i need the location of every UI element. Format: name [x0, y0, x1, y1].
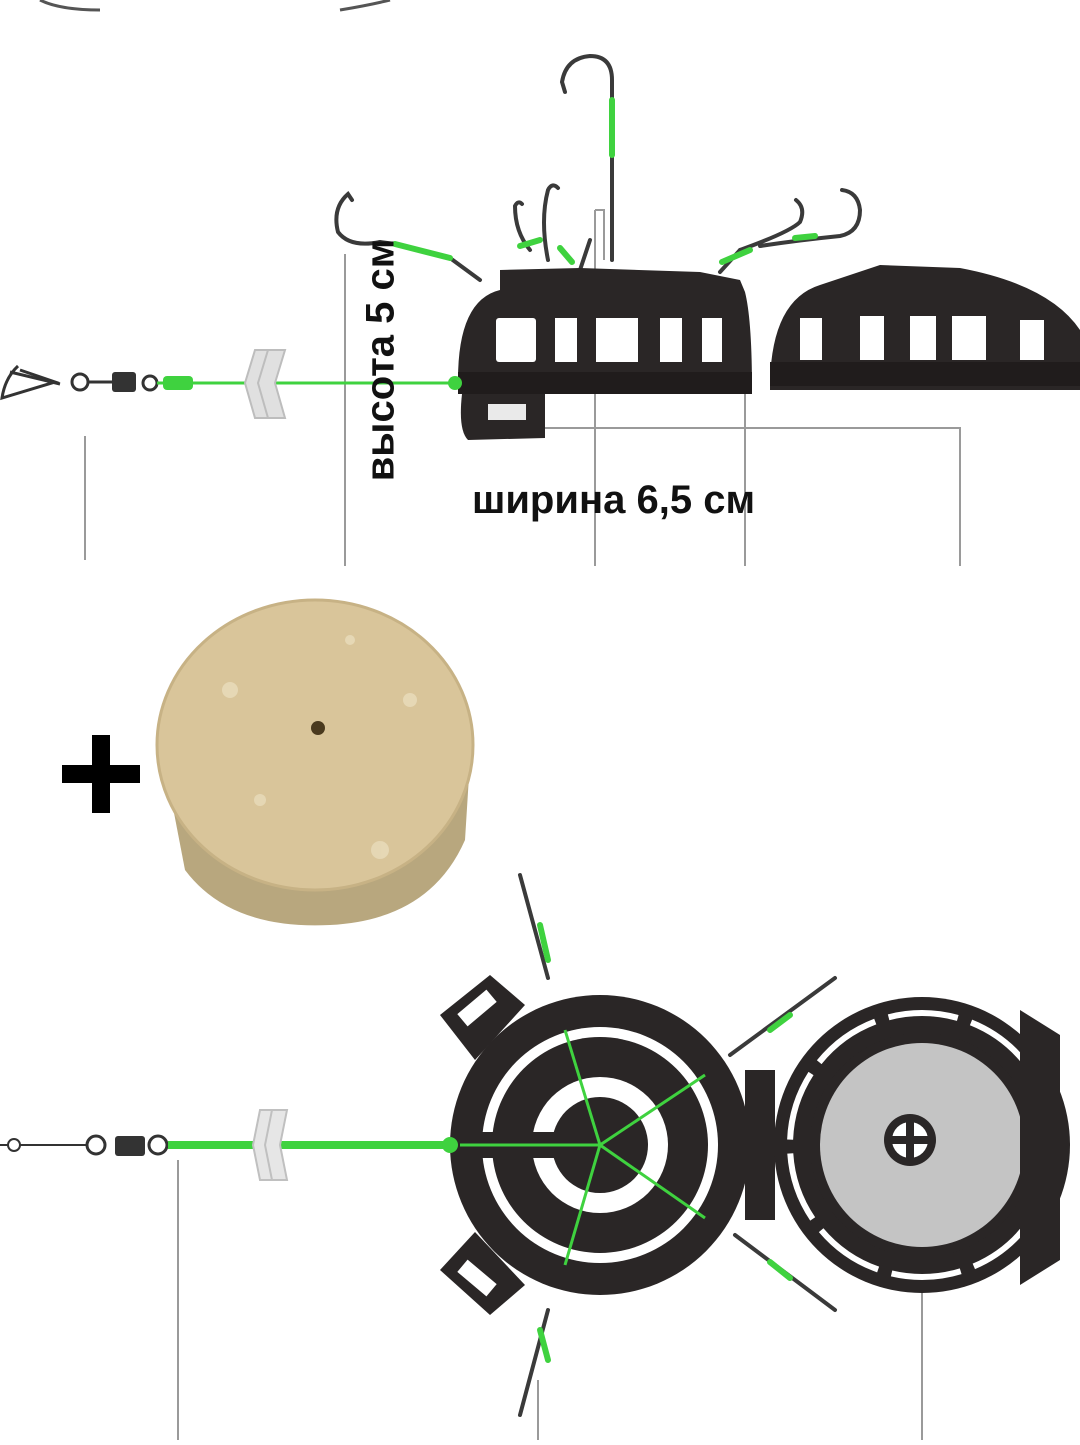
snap-clip-icon: [0, 364, 90, 401]
treble-hook-icon: [334, 53, 863, 282]
plus-icon: [62, 735, 140, 813]
top-view-rig: [0, 1109, 460, 1181]
feeder-side-view-1: [334, 53, 863, 440]
height-dimension-label: высота 5 см: [358, 238, 403, 482]
feeder-top-view: [440, 873, 1070, 1417]
width-dimension-label: ширина 6,5 см: [472, 478, 756, 522]
side-view-rig: [0, 349, 455, 419]
top-oval-fragment: [39, 0, 391, 12]
line-break-icon: [243, 349, 287, 419]
feeder-windows: [496, 318, 722, 362]
foam-bait-disc: [155, 598, 475, 926]
guide-lines-bottom: [177, 1160, 923, 1440]
swivel-icon: [88, 372, 159, 392]
feeder-side-view-2: [770, 265, 1080, 390]
